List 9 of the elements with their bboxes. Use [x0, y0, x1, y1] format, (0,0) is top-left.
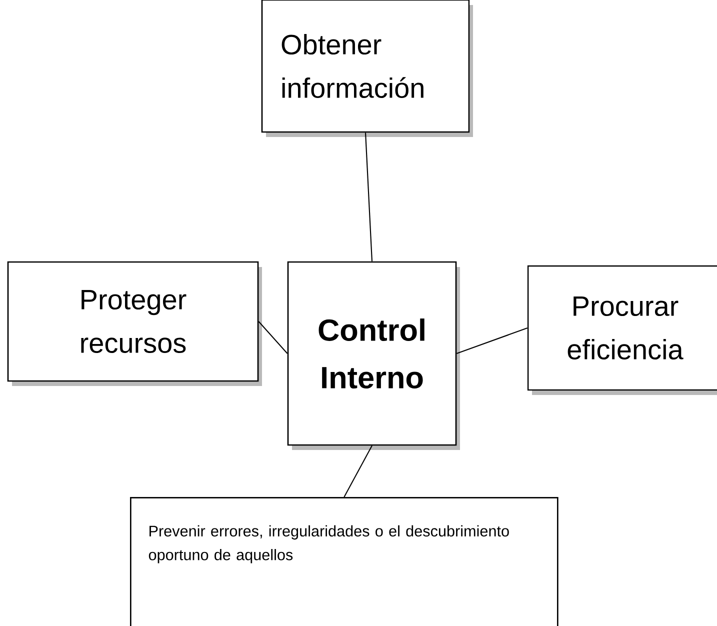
text-box: Procurar eficiencia [527, 265, 717, 395]
text-box: Proteger recursos [7, 261, 262, 386]
text-box: Prevenir errores, irregularidades o el descubrimiento oportuno de aquellos [130, 497, 558, 626]
connector-line [258, 321, 288, 354]
connector-line [344, 445, 372, 498]
connector-line [364, 132, 373, 262]
connector-line [456, 328, 528, 354]
text-box: Control Interno [287, 261, 460, 450]
text-box: Obtener información [261, 0, 473, 137]
